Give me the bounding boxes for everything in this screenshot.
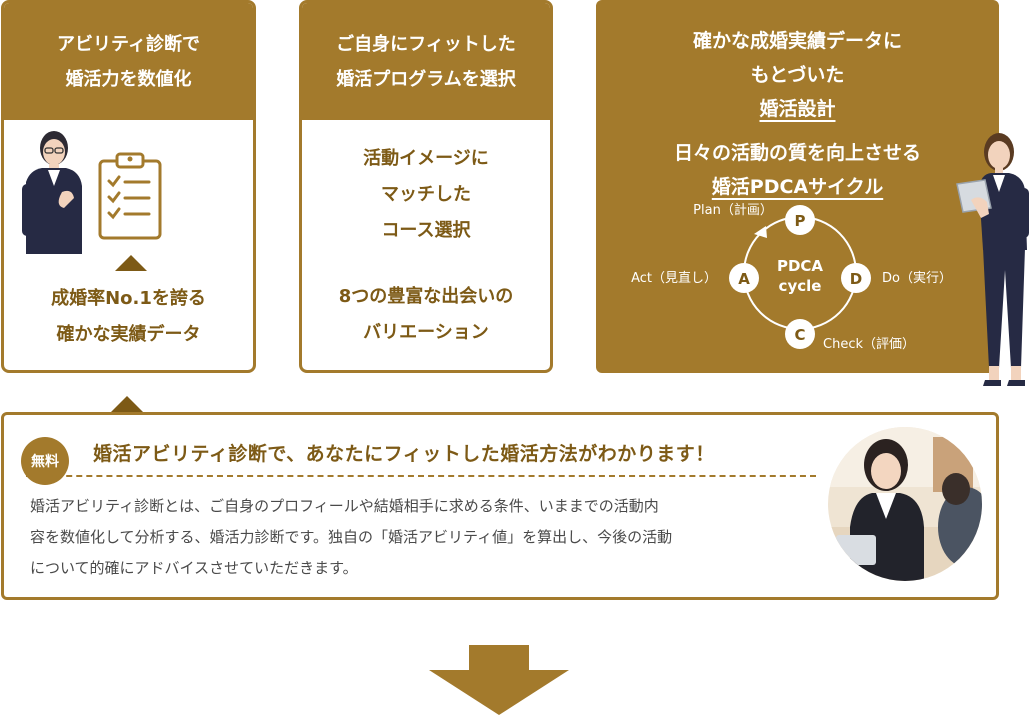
cycle-arrowhead-icon bbox=[754, 226, 767, 238]
pdca-node-c: C bbox=[785, 319, 815, 349]
info-body-line: 婚活アビリティ診断とは、ご自身のプロフィールや結婚相手に求める条件、いままでの活… bbox=[30, 497, 659, 515]
card-header-line: 婚活力を数値化 bbox=[65, 68, 192, 90]
check-label: Check（評価） bbox=[823, 337, 915, 352]
plan-label: Plan（計画） bbox=[693, 202, 773, 218]
checklist-clipboard-icon bbox=[98, 152, 162, 240]
arrow-up-icon bbox=[111, 396, 143, 412]
course-selection-text: 活動イメージに マッチした コース選択 bbox=[302, 141, 550, 249]
do-label: Do（実行） bbox=[882, 270, 952, 286]
card-header-line: もとづいた婚活設計 bbox=[596, 58, 999, 126]
consultation-photo bbox=[828, 427, 982, 581]
dashed-divider bbox=[26, 475, 816, 477]
node-letter: P bbox=[795, 212, 806, 230]
consultant-woman-illustration bbox=[22, 131, 82, 254]
pdca-node-a: A bbox=[729, 263, 759, 293]
card-body-text: 成婚率No.1を誇る 確かな実績データ bbox=[4, 281, 253, 353]
card-header: アビリティ診断で 婚活力を数値化 bbox=[4, 3, 253, 120]
header-underlined: 婚活設計 bbox=[759, 98, 836, 120]
card-body-line: バリエーション bbox=[363, 322, 489, 343]
card-header-line: アビリティ診断で bbox=[57, 33, 200, 55]
card-header-line: 婚活プログラムを選択 bbox=[336, 68, 516, 90]
info-body: 婚活アビリティ診断とは、ご自身のプロフィールや結婚相手に求める条件、いままでの活… bbox=[30, 491, 825, 584]
card-body-line: コース選択 bbox=[381, 220, 471, 241]
arrow-up-icon bbox=[115, 255, 147, 271]
card-body-line: マッチした bbox=[381, 184, 471, 205]
encounter-variation-text: 8つの豊富な出会いの バリエーション bbox=[302, 279, 550, 351]
header-prefix: もとづいた bbox=[750, 64, 845, 86]
node-letter: A bbox=[738, 270, 750, 288]
card-header-line: ご自身にフィットした bbox=[336, 33, 516, 55]
card-body-line: 確かな実績データ bbox=[56, 324, 201, 345]
free-badge: 無料 bbox=[21, 437, 69, 485]
card-header-line: 日々の活動の質を向上させる bbox=[673, 142, 921, 164]
card-header: 確かな成婚実績データに もとづいた婚活設計 日々の活動の質を向上させる 婚活PD… bbox=[596, 24, 999, 204]
card-body-line: 成婚率No.1を誇る bbox=[51, 288, 206, 309]
card-header-line: 確かな成婚実績データに bbox=[692, 30, 902, 52]
pdca-center-label: cycle bbox=[779, 277, 822, 295]
info-body-line: 容を数値化して分析する、婚活力診断です。独自の「婚活アビリティ値」を算出し、今後… bbox=[30, 528, 673, 546]
card-header-line: 婚活PDCAサイクル bbox=[711, 176, 884, 198]
pdca-node-d: D bbox=[841, 263, 871, 293]
info-title: 婚活アビリティ診断で、あなたにフィットした婚活方法がわかります！ bbox=[93, 443, 715, 465]
spacer bbox=[596, 126, 999, 136]
card-header: ご自身にフィットした 婚活プログラムを選択 bbox=[302, 3, 550, 120]
arrow-down-icon bbox=[429, 645, 569, 715]
advisor-woman-illustration bbox=[956, 133, 1029, 386]
act-label: Act（見直し） bbox=[631, 271, 717, 286]
pdca-design-card: 確かな成婚実績データに もとづいた婚活設計 日々の活動の質を向上させる 婚活PD… bbox=[596, 0, 999, 373]
card-body-line: 8つの豊富な出会いの bbox=[338, 286, 514, 307]
node-letter: D bbox=[850, 270, 862, 288]
info-body-line: について的確にアドバイスさせていただきます。 bbox=[30, 559, 358, 577]
card-body-line: 活動イメージに bbox=[363, 148, 489, 169]
pdca-cycle-diagram: P D C A PDCA cycle Plan（計画） Do（実行） Check… bbox=[631, 202, 952, 352]
ability-diagnosis-card: アビリティ診断で 婚活力を数値化 成婚率No.1を誇る 確かな実績データ bbox=[1, 0, 256, 373]
pdca-center-label: PDCA bbox=[777, 257, 823, 275]
program-selection-card: ご自身にフィットした 婚活プログラムを選択 活動イメージに マッチした コース選… bbox=[299, 0, 553, 373]
node-letter: C bbox=[794, 326, 805, 344]
pdca-node-p: P bbox=[785, 205, 815, 235]
